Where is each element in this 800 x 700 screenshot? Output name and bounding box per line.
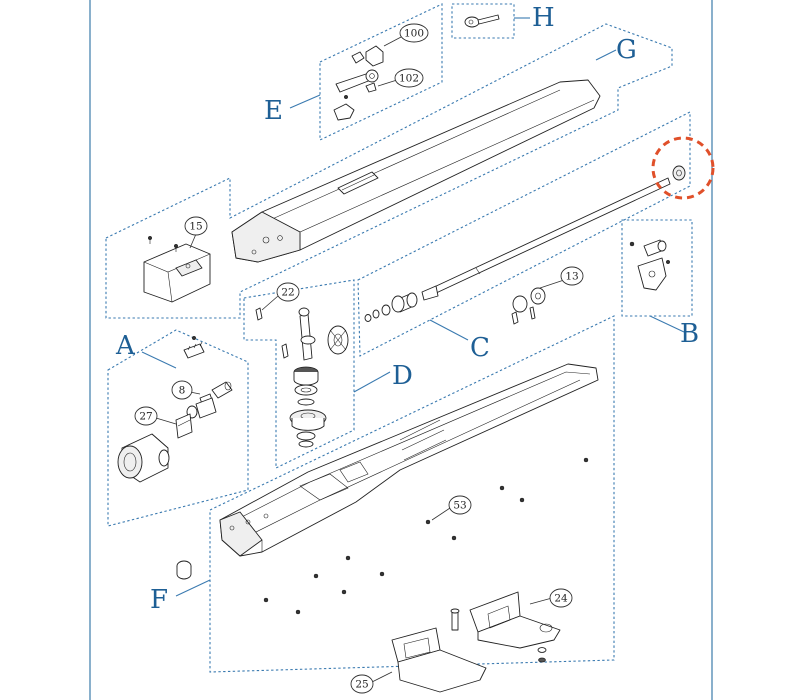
- svg-text:53: 53: [453, 500, 466, 512]
- group-h-letter: H: [532, 3, 555, 33]
- part-key: [464, 14, 500, 28]
- part-brush-holder: [175, 397, 217, 439]
- svg-text:8: 8: [179, 385, 186, 397]
- svg-text:13: 13: [565, 271, 578, 283]
- group-d-leader: [353, 371, 391, 393]
- group-c-leader: [429, 319, 469, 341]
- group-a-leader: [141, 351, 177, 369]
- part-front-bracket: [469, 591, 561, 649]
- housing-screws: [263, 457, 589, 615]
- group-e-leader: [289, 94, 321, 109]
- part-bracket-bolt: [451, 611, 459, 631]
- part-motor: [117, 433, 170, 483]
- part-bushing-set: [511, 287, 546, 325]
- part-lower-housing: [219, 363, 599, 557]
- svg-text:25: 25: [355, 679, 368, 691]
- callout-8: [171, 380, 193, 400]
- group-b-leader: [649, 315, 685, 333]
- part-cable-bushing: [176, 560, 192, 580]
- group-c: C 13: [357, 111, 691, 363]
- part-top-cover: [231, 79, 601, 263]
- svg-text:27: 27: [139, 411, 152, 423]
- part-main-gear: [289, 409, 327, 431]
- callout-13: [560, 266, 584, 286]
- part-small-pin: [255, 307, 263, 321]
- svg-text:100: 100: [404, 28, 424, 40]
- group-f-letter: F: [150, 585, 168, 615]
- callout-24: [549, 588, 573, 608]
- part-bearing-upper: [293, 366, 319, 386]
- group-a-outline: [107, 329, 249, 527]
- group-h: H: [451, 3, 555, 39]
- group-b: B: [621, 219, 699, 349]
- part-release-bracket: [333, 103, 355, 121]
- group-f-leader: [175, 579, 211, 597]
- part-lock-cylinder: [351, 45, 384, 67]
- part-rear-bracket: [391, 627, 487, 693]
- group-d-outline: [243, 279, 355, 469]
- callout-22: [276, 282, 300, 302]
- group-g-leader: [595, 49, 617, 61]
- callout-27: [134, 406, 158, 426]
- callout-25: [350, 674, 374, 694]
- part-rear-clevis: [637, 239, 667, 291]
- svg-text:24: 24: [554, 593, 568, 605]
- callout-100: [399, 23, 429, 43]
- part-worm-shaft: [421, 177, 671, 301]
- group-c-letter: C: [470, 333, 490, 363]
- part-crown-gear: [327, 325, 349, 355]
- svg-text:102: 102: [399, 73, 419, 85]
- group-d: D 22: [243, 279, 413, 469]
- group-b-letter: B: [680, 319, 699, 349]
- highlight-circle: [651, 136, 715, 200]
- group-e: 100 102 E: [264, 3, 443, 141]
- group-g: G 15: [105, 23, 673, 319]
- part-control-box: [143, 243, 211, 303]
- part-shaft-end-cap: [672, 165, 686, 181]
- group-f: F: [150, 315, 615, 694]
- group-d-letter: D: [392, 361, 413, 391]
- group-a-letter: A: [115, 331, 136, 361]
- group-b-outline: [621, 219, 693, 317]
- group-g-outline: [105, 23, 673, 319]
- callout-15: [184, 216, 208, 236]
- callout-53: [448, 495, 472, 515]
- group-e-outline: [319, 3, 443, 141]
- part-terminal-block: [183, 341, 205, 359]
- svg-text:15: 15: [189, 221, 202, 233]
- callout-102: [394, 68, 424, 88]
- group-h-outline: [451, 3, 515, 39]
- part-release-lever: [335, 69, 379, 93]
- svg-text:22: 22: [281, 287, 294, 299]
- group-f-outline: [209, 315, 615, 673]
- part-bearing-washer: [391, 295, 405, 313]
- part-encoder: [211, 381, 233, 399]
- group-a: A 8 27: [107, 329, 249, 527]
- group-e-letter: E: [264, 96, 283, 126]
- group-g-letter: G: [616, 35, 637, 65]
- part-pinion-shaft: [298, 307, 316, 361]
